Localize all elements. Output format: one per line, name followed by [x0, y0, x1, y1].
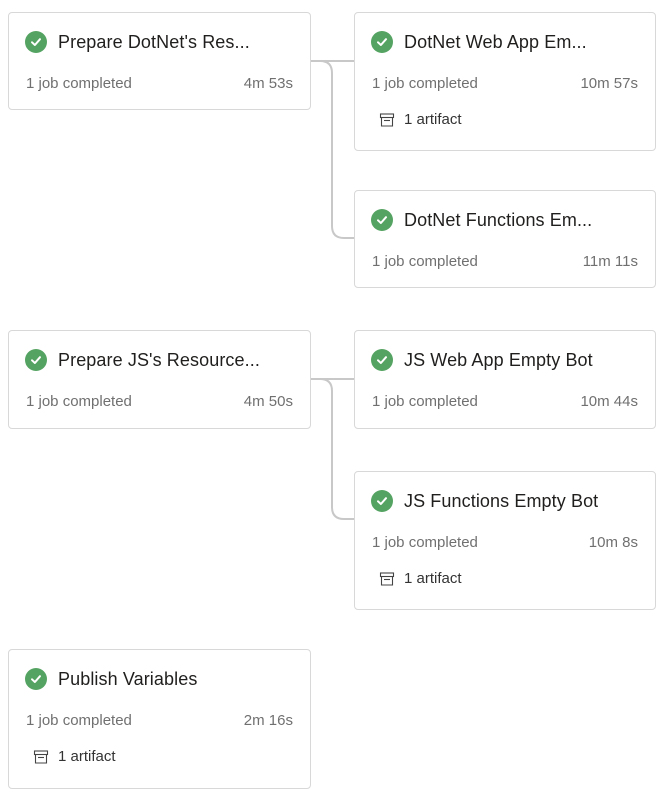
- stage-card-publish-variables[interactable]: Publish Variables 1 job completed 2m 16s…: [8, 649, 311, 789]
- stage-duration: 11m 11s: [582, 253, 638, 270]
- stage-jobs-status: 1 job completed: [26, 75, 132, 92]
- stage-title: Prepare JS's Resource...: [58, 349, 260, 370]
- stage-card-js-webapp[interactable]: JS Web App Empty Bot 1 job completed 10m…: [354, 330, 656, 429]
- stage-jobs-status: 1 job completed: [372, 534, 478, 551]
- check-circle-icon: [371, 209, 393, 231]
- stage-duration: 2m 16s: [243, 712, 293, 729]
- check-circle-icon: [371, 31, 393, 53]
- stage-meta: 1 job completed 10m 57s: [372, 75, 638, 92]
- connector-dotnet-prepare-to-functions: [310, 60, 354, 239]
- check-circle-icon: [371, 490, 393, 512]
- check-circle-icon: [25, 349, 47, 371]
- stage-header: JS Functions Empty Bot: [371, 489, 643, 513]
- stage-jobs-status: 1 job completed: [372, 75, 478, 92]
- artifact-box-icon: [379, 571, 395, 586]
- stage-meta: 1 job completed 2m 16s: [26, 712, 293, 729]
- stage-header: DotNet Functions Em...: [371, 208, 643, 232]
- artifact-label: 1 artifact: [58, 748, 116, 765]
- check-circle-icon: [25, 668, 47, 690]
- stage-card-js-functions[interactable]: JS Functions Empty Bot 1 job completed 1…: [354, 471, 656, 610]
- stage-duration: 10m 57s: [580, 75, 638, 92]
- stage-meta: 1 job completed 4m 50s: [26, 393, 293, 410]
- stage-meta: 1 job completed 10m 44s: [372, 393, 638, 410]
- stage-jobs-status: 1 job completed: [372, 393, 478, 410]
- connector-js-prepare-to-functions: [310, 378, 354, 520]
- stage-header: Prepare JS's Resource...: [25, 348, 298, 372]
- stage-jobs-status: 1 job completed: [26, 393, 132, 410]
- artifact-box-icon: [379, 112, 395, 127]
- stage-duration: 4m 50s: [243, 393, 293, 410]
- stage-duration: 10m 8s: [588, 534, 638, 551]
- stage-card-prepare-dotnet[interactable]: Prepare DotNet's Res... 1 job completed …: [8, 12, 311, 110]
- stage-title: Prepare DotNet's Res...: [58, 31, 250, 52]
- stage-duration: 10m 44s: [580, 393, 638, 410]
- stage-header: JS Web App Empty Bot: [371, 348, 643, 372]
- stage-title: JS Functions Empty Bot: [404, 490, 599, 511]
- check-circle-icon: [25, 31, 47, 53]
- stage-card-dotnet-functions[interactable]: DotNet Functions Em... 1 job completed 1…: [354, 190, 656, 288]
- artifact-label: 1 artifact: [404, 111, 462, 128]
- stage-header: Publish Variables: [25, 667, 298, 691]
- stage-header: Prepare DotNet's Res...: [25, 30, 298, 54]
- stage-jobs-status: 1 job completed: [26, 712, 132, 729]
- stage-header: DotNet Web App Em...: [371, 30, 643, 54]
- stage-jobs-status: 1 job completed: [372, 253, 478, 270]
- stage-title: DotNet Web App Em...: [404, 31, 587, 52]
- stage-meta: 1 job completed 11m 11s: [372, 253, 638, 270]
- artifact-box-icon: [33, 749, 49, 764]
- stage-duration: 4m 53s: [243, 75, 293, 92]
- stage-title: Publish Variables: [58, 668, 198, 689]
- artifact-link[interactable]: 1 artifact: [379, 111, 462, 128]
- artifact-link[interactable]: 1 artifact: [379, 570, 462, 587]
- stage-card-dotnet-webapp[interactable]: DotNet Web App Em... 1 job completed 10m…: [354, 12, 656, 151]
- artifact-label: 1 artifact: [404, 570, 462, 587]
- stage-meta: 1 job completed 4m 53s: [26, 75, 293, 92]
- stage-meta: 1 job completed 10m 8s: [372, 534, 638, 551]
- stage-title: DotNet Functions Em...: [404, 209, 593, 230]
- artifact-link[interactable]: 1 artifact: [33, 748, 116, 765]
- check-circle-icon: [371, 349, 393, 371]
- stage-card-prepare-js[interactable]: Prepare JS's Resource... 1 job completed…: [8, 330, 311, 429]
- stage-title: JS Web App Empty Bot: [404, 349, 593, 370]
